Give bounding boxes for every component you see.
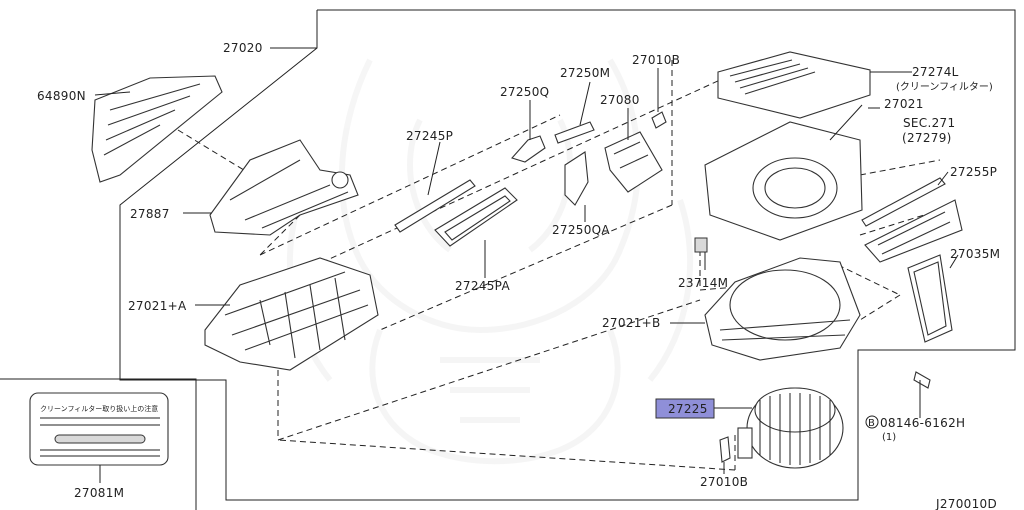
highlight-27225[interactable]	[655, 398, 715, 419]
label-27021b[interactable]: 27021+B	[602, 316, 661, 330]
label-27245p[interactable]: 27245P	[406, 129, 453, 143]
label-27250q[interactable]: 27250Q	[500, 85, 549, 99]
part-23714m	[694, 237, 708, 253]
label-27255p[interactable]: 27255P	[950, 165, 997, 179]
part-27255p	[864, 199, 963, 263]
part-27080	[604, 108, 663, 193]
part-27021a-case	[204, 257, 379, 371]
label-sec271-ref: (27279)	[902, 131, 952, 145]
label-27081m[interactable]: 27081M	[74, 486, 124, 500]
part-27225-blower	[737, 387, 844, 469]
part-64890n-duct	[91, 75, 223, 183]
leader-lines	[94, 47, 959, 418]
label-64890n[interactable]: 64890N	[37, 89, 86, 103]
label-27080[interactable]: 27080	[600, 93, 640, 107]
part-27010b-screw-top	[651, 68, 667, 129]
label-27274l-note: (クリーンフィルター)	[896, 81, 993, 93]
label-card-text: クリーンフィルター取り扱い上の注意	[40, 404, 158, 413]
part-27021b-case	[704, 257, 861, 361]
label-bolt-mark: B	[868, 418, 875, 429]
part-27250m	[554, 81, 595, 144]
label-bolt[interactable]: 08146-6162H	[880, 416, 965, 430]
label-27035m[interactable]: 27035M	[950, 247, 1000, 261]
part-labels: 64890N 27020 27887 27245P 27250Q 27250M …	[37, 41, 1000, 510]
part-27245p-rod	[394, 179, 476, 233]
label-27250qa[interactable]: 27250QA	[552, 223, 610, 237]
part-27010b-screw-bottom	[719, 436, 731, 474]
label-23714m[interactable]: 23714M	[678, 276, 728, 290]
part-27274l-filter	[717, 51, 912, 119]
label-27010b-top[interactable]: 27010B	[632, 53, 680, 67]
part-27035m-seal	[907, 254, 953, 343]
watermark	[287, 58, 693, 465]
label-card-frame	[0, 378, 197, 510]
label-27250m[interactable]: 27250M	[560, 66, 610, 80]
part-27887	[209, 139, 359, 236]
part-27250qa	[564, 151, 589, 222]
part-27021-housing	[704, 104, 863, 241]
label-27245pa[interactable]: 27245PA	[455, 279, 510, 293]
assembly-frame	[119, 9, 1016, 501]
part-27245pa-frame	[434, 187, 518, 278]
part-sec271-strip	[861, 177, 946, 227]
label-27021[interactable]: 27021	[884, 97, 924, 111]
part-27081m-card: クリーンフィルター取り扱い上の注意	[29, 392, 169, 483]
label-27887[interactable]: 27887	[130, 207, 170, 221]
diagram-code: J270010D	[935, 497, 997, 510]
label-bolt-qty: (1)	[882, 432, 896, 443]
label-27274l[interactable]: 27274L	[912, 65, 959, 79]
part-bolt-08146	[913, 371, 931, 415]
label-27020[interactable]: 27020	[223, 41, 263, 55]
part-27250q	[511, 100, 546, 163]
bolt-marker-circle	[865, 415, 879, 429]
label-sec271[interactable]: SEC.271	[903, 116, 955, 130]
label-27225[interactable]: 27225	[668, 402, 708, 416]
label-27010b-bottom[interactable]: 27010B	[700, 475, 748, 489]
label-27021a[interactable]: 27021+A	[128, 299, 187, 313]
